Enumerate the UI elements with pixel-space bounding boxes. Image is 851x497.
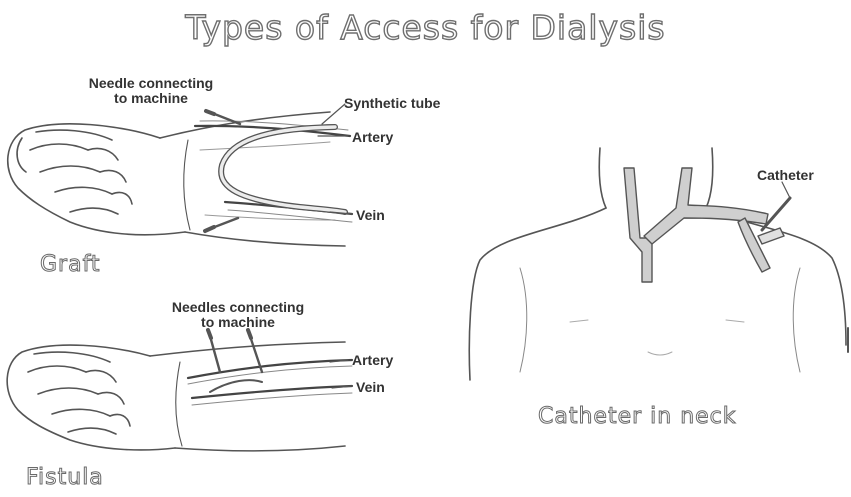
graft-fist-outline (8, 124, 185, 235)
fistula-connection (210, 380, 262, 392)
fistula-needle-left (210, 336, 220, 372)
graft-needle-label-line2: to machine (66, 91, 236, 106)
neck-outline (599, 148, 606, 208)
graft-needle-top (212, 113, 240, 124)
graft-synthetic-tube-label: Synthetic tube (344, 96, 440, 111)
fistula-arm-illustration (7, 330, 352, 451)
graft-needle-label-line1: Needle connecting (66, 76, 236, 91)
fistula-caption: Fistula (26, 465, 104, 490)
catheter-caption: Catheter in neck (538, 404, 737, 429)
fistula-fist-outline (7, 345, 175, 450)
graft-vein-label: Vein (356, 208, 385, 223)
fistula-artery (188, 360, 352, 378)
fistula-needles-label-line1: Needles connecting (148, 300, 328, 315)
shoulder-outline (469, 208, 606, 380)
fistula-artery-label: Artery (352, 353, 393, 368)
catheter-label: Catheter (757, 168, 814, 183)
graft-synthetic-tube (221, 127, 345, 212)
graft-forearm-outline (160, 112, 330, 138)
central-veins (624, 168, 770, 282)
graft-needle-label: Needle connecting to machine (66, 76, 236, 106)
graft-caption: Graft (40, 252, 101, 277)
fistula-needles-label-line2: to machine (148, 315, 328, 330)
fistula-vein-label: Vein (356, 380, 385, 395)
fistula-needles-label: Needles connecting to machine (148, 300, 328, 330)
graft-arm-illustration (8, 104, 352, 246)
graft-artery-label: Artery (352, 130, 393, 145)
fistula-forearm-outline (150, 342, 345, 356)
